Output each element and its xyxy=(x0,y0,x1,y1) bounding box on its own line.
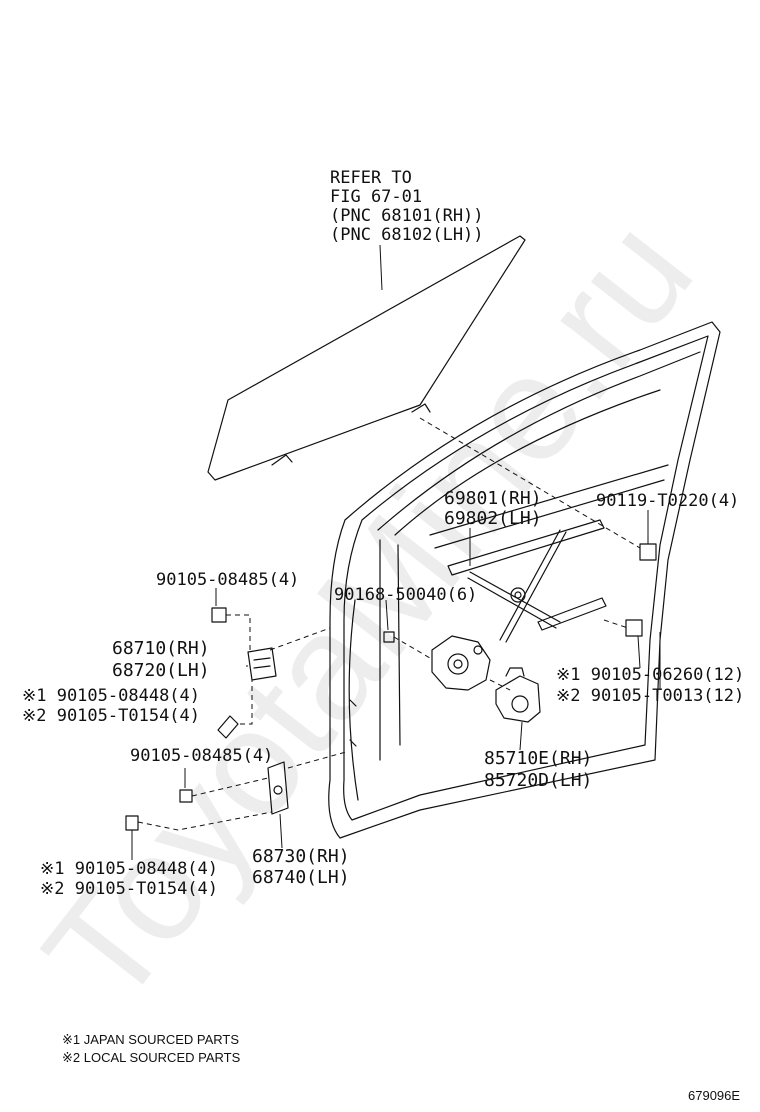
door-frame-outer xyxy=(328,321,721,839)
part-90119: 90119-T0220(4) xyxy=(596,491,740,511)
regulator-gear xyxy=(431,635,491,691)
lower-hinge xyxy=(267,761,289,815)
refer-line-4: (PNC 68102(LH)) xyxy=(330,225,484,245)
part-90105-08448-b: ※1 90105-08448(4) xyxy=(40,859,219,879)
part-68730: 68730(RH) xyxy=(252,846,350,867)
part-69801: 69801(RH) xyxy=(444,488,542,509)
bolts xyxy=(125,543,657,831)
part-90105-T0154-a: ※2 90105-T0154(4) xyxy=(22,706,201,726)
regulator-lower-rail xyxy=(537,597,607,631)
part-68710: 68710(RH) xyxy=(112,638,210,659)
door-glass xyxy=(207,235,526,481)
note-local-sourced: ※2 LOCAL SOURCED PARTS xyxy=(62,1050,241,1065)
part-90168: 90168-50040(6) xyxy=(334,585,478,605)
regulator-arm-a xyxy=(469,571,561,623)
note-japan-sourced: ※1 JAPAN SOURCED PARTS xyxy=(62,1032,240,1047)
regulator-upper-rail xyxy=(447,519,605,576)
door-frame-inner xyxy=(343,335,709,821)
part-90105-T0154-b: ※2 90105-T0154(4) xyxy=(40,879,219,899)
part-85720D: 85720D(LH) xyxy=(484,770,593,791)
refer-line-2: FIG 67-01 xyxy=(330,187,423,207)
window-motor xyxy=(495,675,541,723)
part-68720: 68720(LH) xyxy=(112,660,210,681)
refer-line-3: (PNC 68101(RH)) xyxy=(330,206,484,226)
part-90105-08448-a: ※1 90105-08448(4) xyxy=(22,686,201,706)
part-90105-08485-top: 90105-08485(4) xyxy=(156,570,300,590)
refer-line-1: REFER TO xyxy=(330,168,412,188)
part-90105-06260: ※1 90105-06260(12) xyxy=(556,665,745,685)
part-90105-08485-mid: 90105-08485(4) xyxy=(130,746,274,766)
regulator-arm-b xyxy=(499,529,561,641)
figure-code: 679096E xyxy=(688,1088,741,1103)
upper-hinge xyxy=(247,647,277,681)
part-68740: 68740(LH) xyxy=(252,867,350,888)
part-90105-T0013: ※2 90105-T0013(12) xyxy=(556,686,745,706)
part-85710E: 85710E(RH) xyxy=(484,748,593,769)
part-69802: 69802(LH) xyxy=(444,508,542,529)
